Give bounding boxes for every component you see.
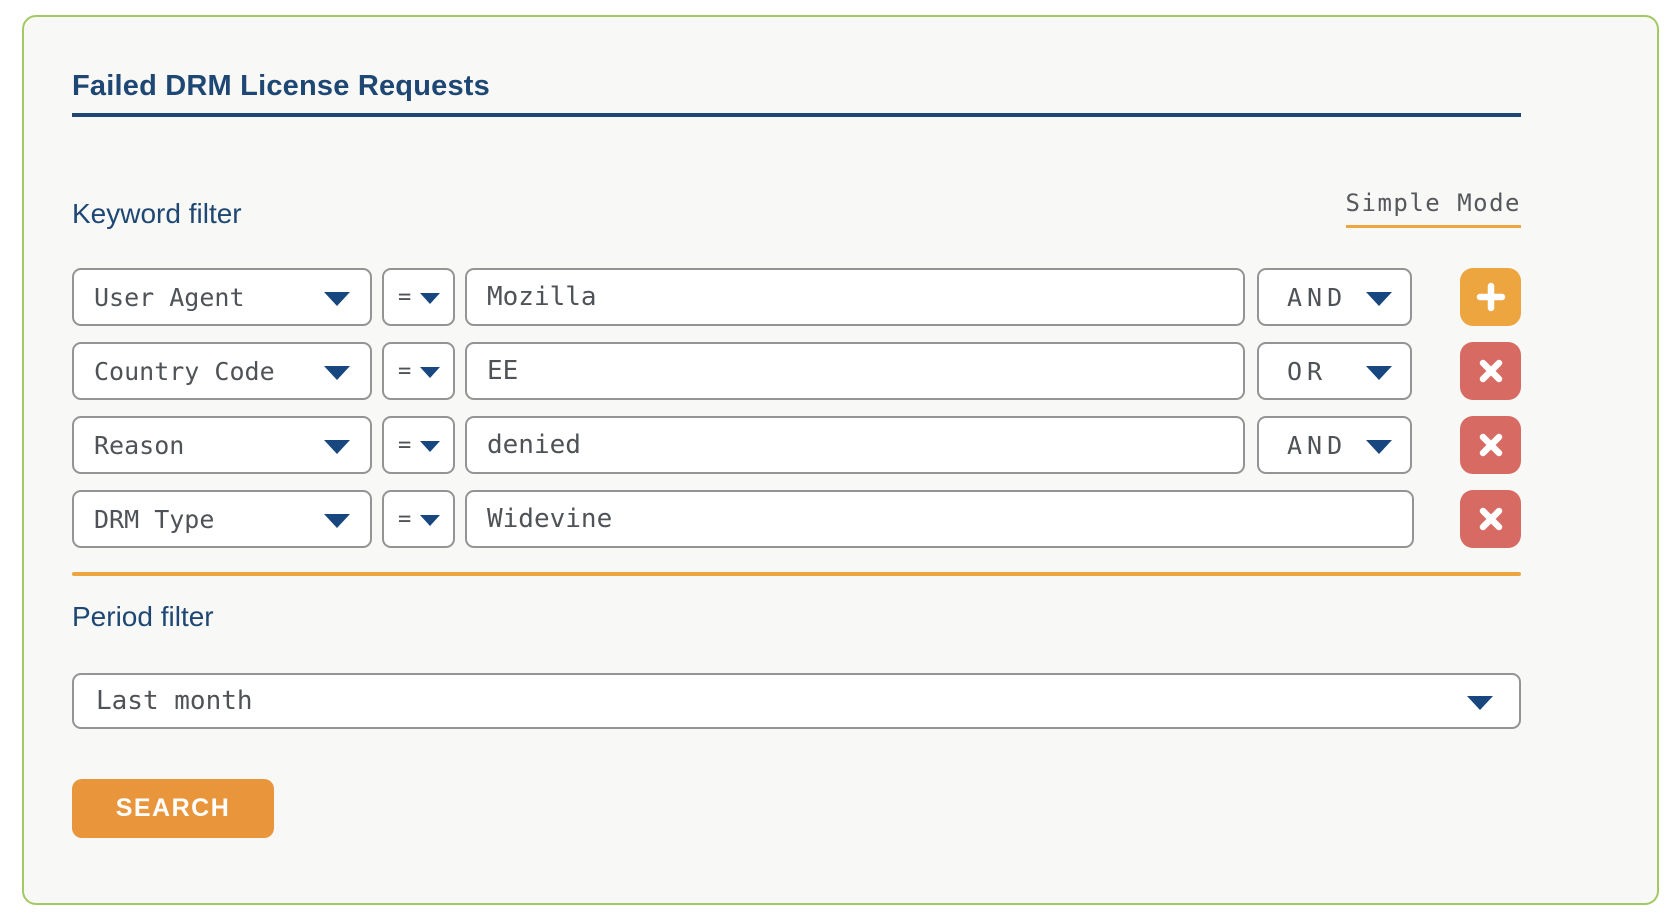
operator-select[interactable]: = <box>382 342 455 401</box>
keyword-filter-row: Country Code = OR <box>72 342 1521 401</box>
section-divider <box>72 572 1521 577</box>
triangle-down-icon <box>324 365 350 380</box>
title-underline <box>72 112 1521 117</box>
logic-select[interactable]: AND <box>1257 268 1412 327</box>
page-title: Failed DRM License Requests <box>72 70 490 102</box>
simple-mode-link[interactable]: Simple Mode <box>1345 190 1521 229</box>
triangle-down-icon <box>1467 695 1493 710</box>
logic-select-value: AND <box>1287 430 1348 460</box>
logic-select[interactable]: OR <box>1257 342 1412 401</box>
field-select[interactable]: User Agent <box>72 268 372 327</box>
keyword-filter-row: DRM Type = <box>72 490 1521 549</box>
triangle-down-icon <box>1366 439 1392 454</box>
x-icon <box>1479 359 1502 383</box>
failed-drm-panel: Failed DRM License Requests Keyword filt… <box>22 15 1659 905</box>
triangle-down-icon <box>420 441 440 453</box>
period-select[interactable]: Last month <box>72 673 1521 730</box>
remove-row-button[interactable] <box>1460 416 1521 475</box>
keyword-value-input[interactable] <box>465 416 1245 475</box>
logic-select-value: AND <box>1287 282 1348 312</box>
operator-select-value: = <box>398 284 412 310</box>
operator-select-value: = <box>398 432 412 458</box>
field-select-value: Country Code <box>94 356 275 386</box>
triangle-down-icon <box>1366 291 1392 306</box>
x-icon <box>1479 507 1502 531</box>
field-select[interactable]: Reason <box>72 416 372 475</box>
operator-select[interactable]: = <box>382 490 455 549</box>
keyword-filter-row: Reason = AND <box>72 416 1521 475</box>
add-row-button[interactable] <box>1460 268 1521 327</box>
keyword-value-input[interactable] <box>465 342 1245 401</box>
operator-select-value: = <box>398 358 412 384</box>
operator-select[interactable]: = <box>382 268 455 327</box>
field-select[interactable]: DRM Type <box>72 490 372 549</box>
triangle-down-icon <box>420 367 440 379</box>
search-button[interactable]: SEARCH <box>72 779 274 839</box>
field-select-value: DRM Type <box>94 504 215 534</box>
triangle-down-icon <box>324 291 350 306</box>
operator-select[interactable]: = <box>382 416 455 475</box>
period-select-value: Last month <box>96 686 253 717</box>
keyword-filter-header: Keyword filter Simple Mode <box>72 190 1521 229</box>
logic-select[interactable]: AND <box>1257 416 1412 475</box>
x-icon <box>1479 433 1502 457</box>
field-select-value: Reason <box>94 430 185 460</box>
triangle-down-icon <box>324 439 350 454</box>
remove-row-button[interactable] <box>1460 490 1521 549</box>
triangle-down-icon <box>420 293 440 305</box>
field-select[interactable]: Country Code <box>72 342 372 401</box>
period-filter-heading: Period filter <box>72 601 214 633</box>
field-select-value: User Agent <box>94 282 245 312</box>
plus-icon <box>1476 282 1505 312</box>
triangle-down-icon <box>1366 365 1392 380</box>
keyword-filter-row: User Agent = AND <box>72 268 1521 327</box>
logic-select-value: OR <box>1287 356 1328 386</box>
remove-row-button[interactable] <box>1460 342 1521 401</box>
keyword-value-input[interactable] <box>465 268 1245 327</box>
triangle-down-icon <box>420 515 440 527</box>
triangle-down-icon <box>324 513 350 528</box>
operator-select-value: = <box>398 506 412 532</box>
keyword-filter-heading: Keyword filter <box>72 197 242 229</box>
keyword-value-input[interactable] <box>465 490 1414 549</box>
